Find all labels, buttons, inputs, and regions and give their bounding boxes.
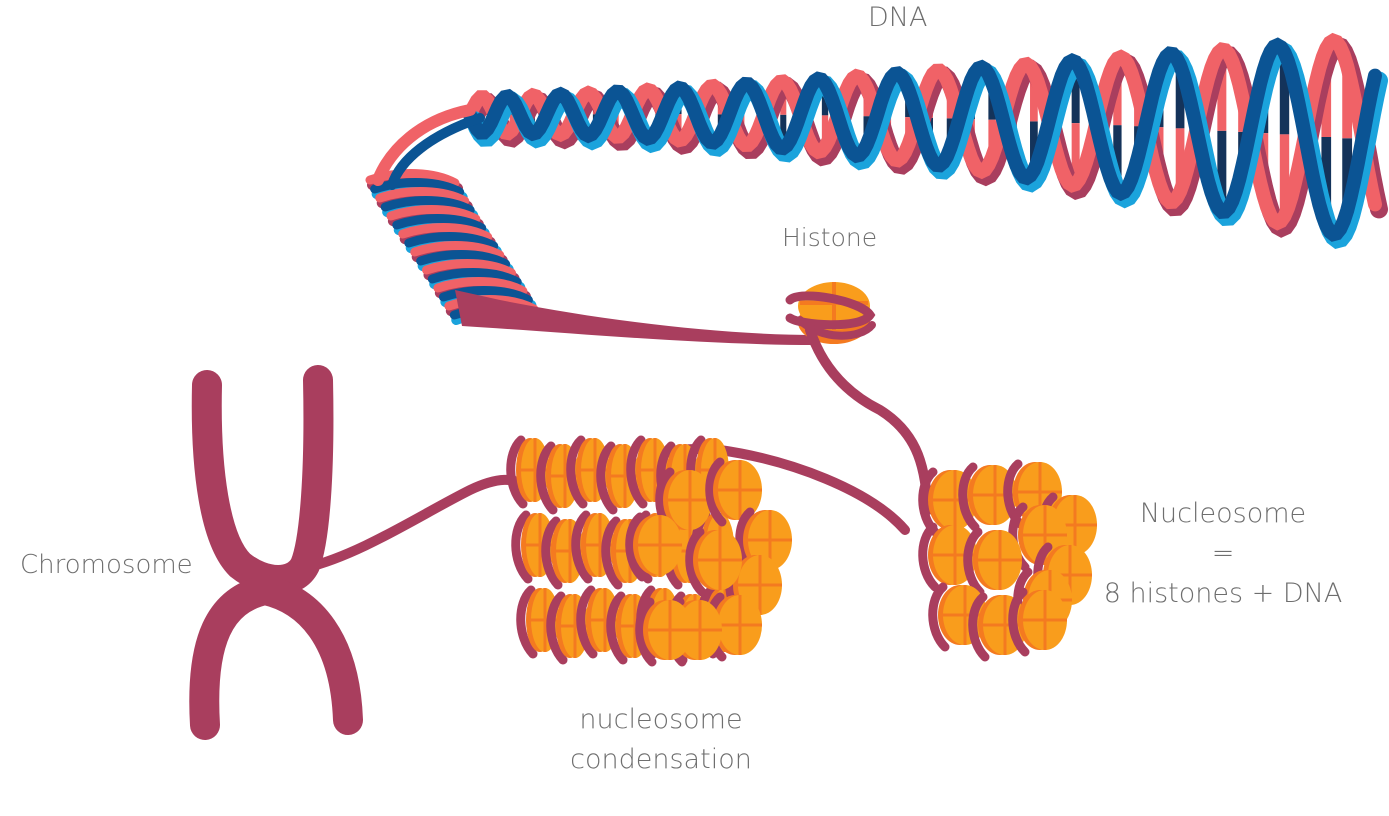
label-nucleosome-equals: = — [1211, 538, 1235, 569]
dna-double-helix — [463, 32, 1388, 250]
dna-wrap — [958, 462, 980, 532]
coil-turn — [370, 178, 465, 197]
single-histone — [785, 282, 876, 344]
coil-turn — [433, 277, 528, 296]
coil-connector — [387, 113, 485, 190]
dna-wrap — [516, 585, 538, 659]
chromatin-fiber-taper — [455, 290, 815, 345]
label-chromosome: Chromosome — [20, 550, 193, 580]
dna-wrap — [963, 527, 985, 597]
label-nucleosome-condensation: nucleosome condensation — [546, 700, 776, 780]
coil-turn — [404, 232, 499, 251]
coil-turn — [392, 214, 487, 233]
coil-turn — [416, 250, 511, 269]
dna-wrap — [571, 510, 593, 584]
dna-wrap — [576, 585, 598, 659]
coil-connector — [372, 104, 476, 186]
dna-wrap — [536, 441, 558, 515]
chromosome — [189, 365, 363, 740]
coil-turn — [427, 268, 522, 287]
dna-wrap — [511, 510, 533, 584]
dna-wrap — [635, 597, 657, 667]
label-nucleosome-formula: 8 histones + DNA — [1103, 578, 1343, 609]
label-histone: Histone — [782, 223, 878, 252]
label-condensation-line2: condensation — [570, 744, 752, 775]
coil-turn — [422, 259, 517, 278]
linker-dna-condensation-to-chromosome — [300, 474, 530, 573]
coil-turn — [410, 241, 505, 260]
coil-turn — [398, 223, 493, 242]
dna-wrap — [918, 522, 940, 592]
nucleosome-ring — [918, 459, 1097, 662]
label-dna: DNA — [868, 2, 928, 33]
dna-wrap — [1008, 587, 1030, 657]
nucleosome-condensation-cluster — [506, 435, 792, 667]
dna-wrap — [541, 516, 563, 590]
label-nucleosome-title: Nucleosome — [1139, 498, 1307, 529]
helix-strand — [463, 37, 1382, 242]
dna-wrap — [625, 512, 647, 582]
dna-wrap — [626, 435, 648, 509]
label-nucleosome-definition: Nucleosome = 8 histones + DNA — [1100, 494, 1346, 614]
dna-wrap — [968, 592, 990, 662]
dna-wrap — [601, 516, 623, 590]
coil-turn — [380, 196, 475, 215]
label-condensation-line1: nucleosome — [579, 704, 743, 735]
dna-wrap — [606, 591, 628, 665]
dna-wrap — [506, 435, 528, 509]
coil-turn — [386, 205, 481, 224]
dna-wrap — [546, 591, 568, 665]
coil-turn — [438, 286, 533, 305]
dna-wrap — [566, 435, 588, 509]
coil-turn — [375, 187, 470, 206]
dna-wrap — [685, 527, 707, 597]
dna-wrap — [928, 582, 950, 652]
dna-wrap — [596, 441, 618, 515]
dna-wrap — [705, 457, 727, 527]
